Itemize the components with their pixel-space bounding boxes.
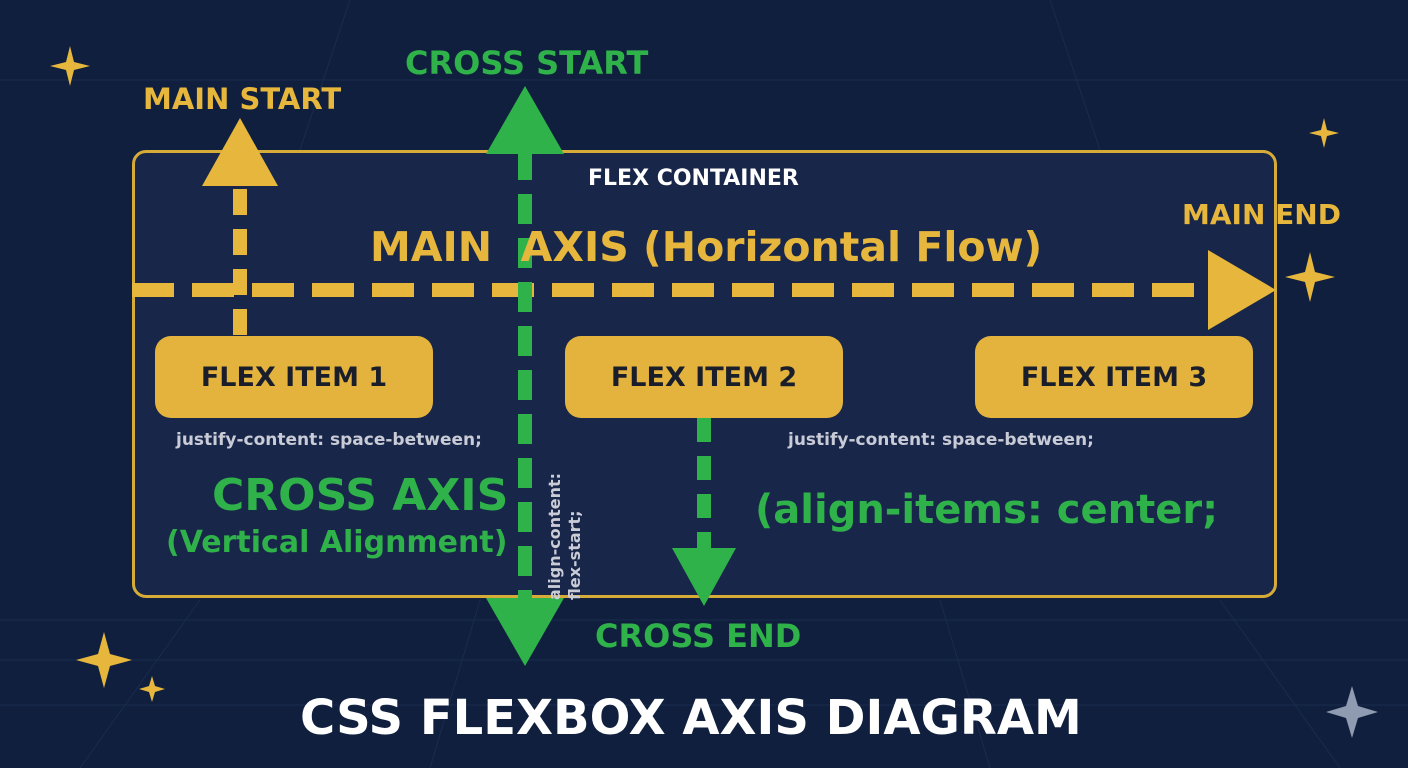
diagram-title: CSS FLEXBOX AXIS DIAGRAM — [300, 690, 1082, 746]
flex-item-1: FLEX ITEM 1 — [155, 336, 433, 418]
justify-content-right-label: justify-content: space-between; — [788, 430, 1094, 450]
main-start-arrowhead — [202, 118, 278, 186]
cross-end-label: CROSS END — [595, 617, 802, 655]
sparkle-icon — [1326, 686, 1378, 738]
sparkle-icon — [50, 46, 90, 86]
main-end-arrowhead — [1208, 250, 1276, 330]
cross-end-arrowhead — [486, 598, 564, 666]
main-axis-label: MAIN AXIS (Horizontal Flow) — [370, 223, 1043, 271]
align-content-label: align-content: flex-start; — [545, 440, 585, 600]
sparkle-icon — [1309, 118, 1339, 148]
flex-item-2: FLEX ITEM 2 — [565, 336, 843, 418]
align-content-line-2: flex-start; — [565, 510, 584, 600]
flex-item-3: FLEX ITEM 3 — [975, 336, 1253, 418]
sparkle-icon — [76, 632, 132, 688]
align-items-arrowhead — [672, 548, 736, 606]
sparkle-icon — [139, 676, 165, 702]
justify-content-left-label: justify-content: space-between; — [176, 430, 482, 450]
align-items-label: (align-items: center; — [755, 487, 1219, 533]
cross-start-arrowhead — [486, 86, 564, 154]
cross-axis-sublabel: (Vertical Alignment) — [166, 525, 508, 560]
sparkle-icon — [1285, 252, 1335, 302]
main-start-label: MAIN START — [143, 82, 342, 116]
cross-start-label: CROSS START — [405, 44, 649, 82]
align-content-line-1: align-content: — [545, 472, 564, 600]
main-end-label: MAIN END — [1182, 198, 1341, 231]
flex-container-label: FLEX CONTAINER — [588, 166, 799, 191]
cross-axis-label: CROSS AXIS — [212, 470, 509, 521]
